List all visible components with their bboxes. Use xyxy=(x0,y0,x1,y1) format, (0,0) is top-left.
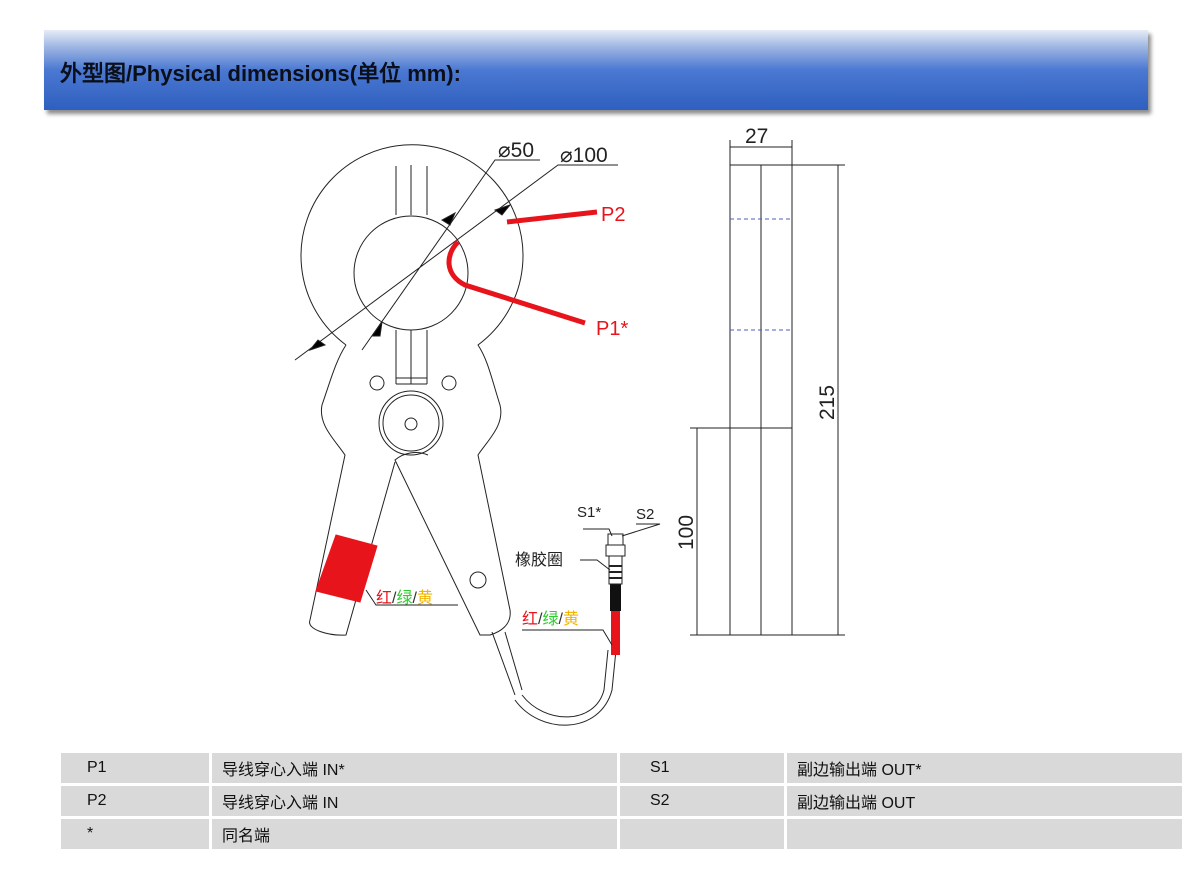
cell xyxy=(787,819,1182,849)
dim-outer-diameter: ⌀100 xyxy=(560,144,608,167)
dim-lower-height: 100 xyxy=(675,515,698,550)
cable-red-sleeve xyxy=(611,610,620,655)
cell: 导线穿心入端 IN* xyxy=(212,753,617,783)
cell: * xyxy=(61,819,209,849)
dim-inner-diameter: ⌀50 xyxy=(498,139,534,162)
cell: P1 xyxy=(61,753,209,783)
cell: 导线穿心入端 IN xyxy=(212,786,617,816)
table-row: * 同名端 xyxy=(61,819,1182,849)
pin-table: P1 导线穿心入端 IN* S1 副边输出端 OUT* P2 导线穿心入端 IN… xyxy=(58,750,1185,852)
label-s2: S2 xyxy=(636,506,654,523)
label-s1: S1* xyxy=(577,504,601,521)
label-rubber-ring: 橡胶圈 xyxy=(515,551,563,569)
label-p2: P2 xyxy=(601,204,625,226)
cell: 副边输出端 OUT* xyxy=(787,753,1182,783)
cell: 同名端 xyxy=(212,819,617,849)
section-title: 外型图/Physical dimensions(单位 mm): xyxy=(60,61,461,86)
dim-width: 27 xyxy=(745,125,768,148)
dim-height: 215 xyxy=(816,385,839,420)
connector-boot xyxy=(610,583,621,611)
jaw-color-code: 红/绿/黄 xyxy=(376,589,433,607)
cell: S2 xyxy=(620,786,784,816)
diameter-dimensions xyxy=(294,159,618,361)
table-row: P2 导线穿心入端 IN S2 副边输出端 OUT xyxy=(61,786,1182,816)
p2-lead xyxy=(506,209,598,225)
cell xyxy=(620,819,784,849)
section-header-banner: 外型图/Physical dimensions(单位 mm): xyxy=(44,30,1148,110)
table-row: P1 导线穿心入端 IN* S1 副边输出端 OUT* xyxy=(61,753,1182,783)
clamp-side-view xyxy=(690,140,845,636)
cell: P2 xyxy=(61,786,209,816)
cell: S1 xyxy=(620,753,784,783)
p1-lead xyxy=(446,240,586,326)
label-p1: P1* xyxy=(596,318,628,340)
cell: 副边输出端 OUT xyxy=(787,786,1182,816)
clamp-front-view xyxy=(300,144,617,726)
cable-color-code: 红/绿/黄 xyxy=(522,610,579,628)
color-band xyxy=(315,534,378,603)
